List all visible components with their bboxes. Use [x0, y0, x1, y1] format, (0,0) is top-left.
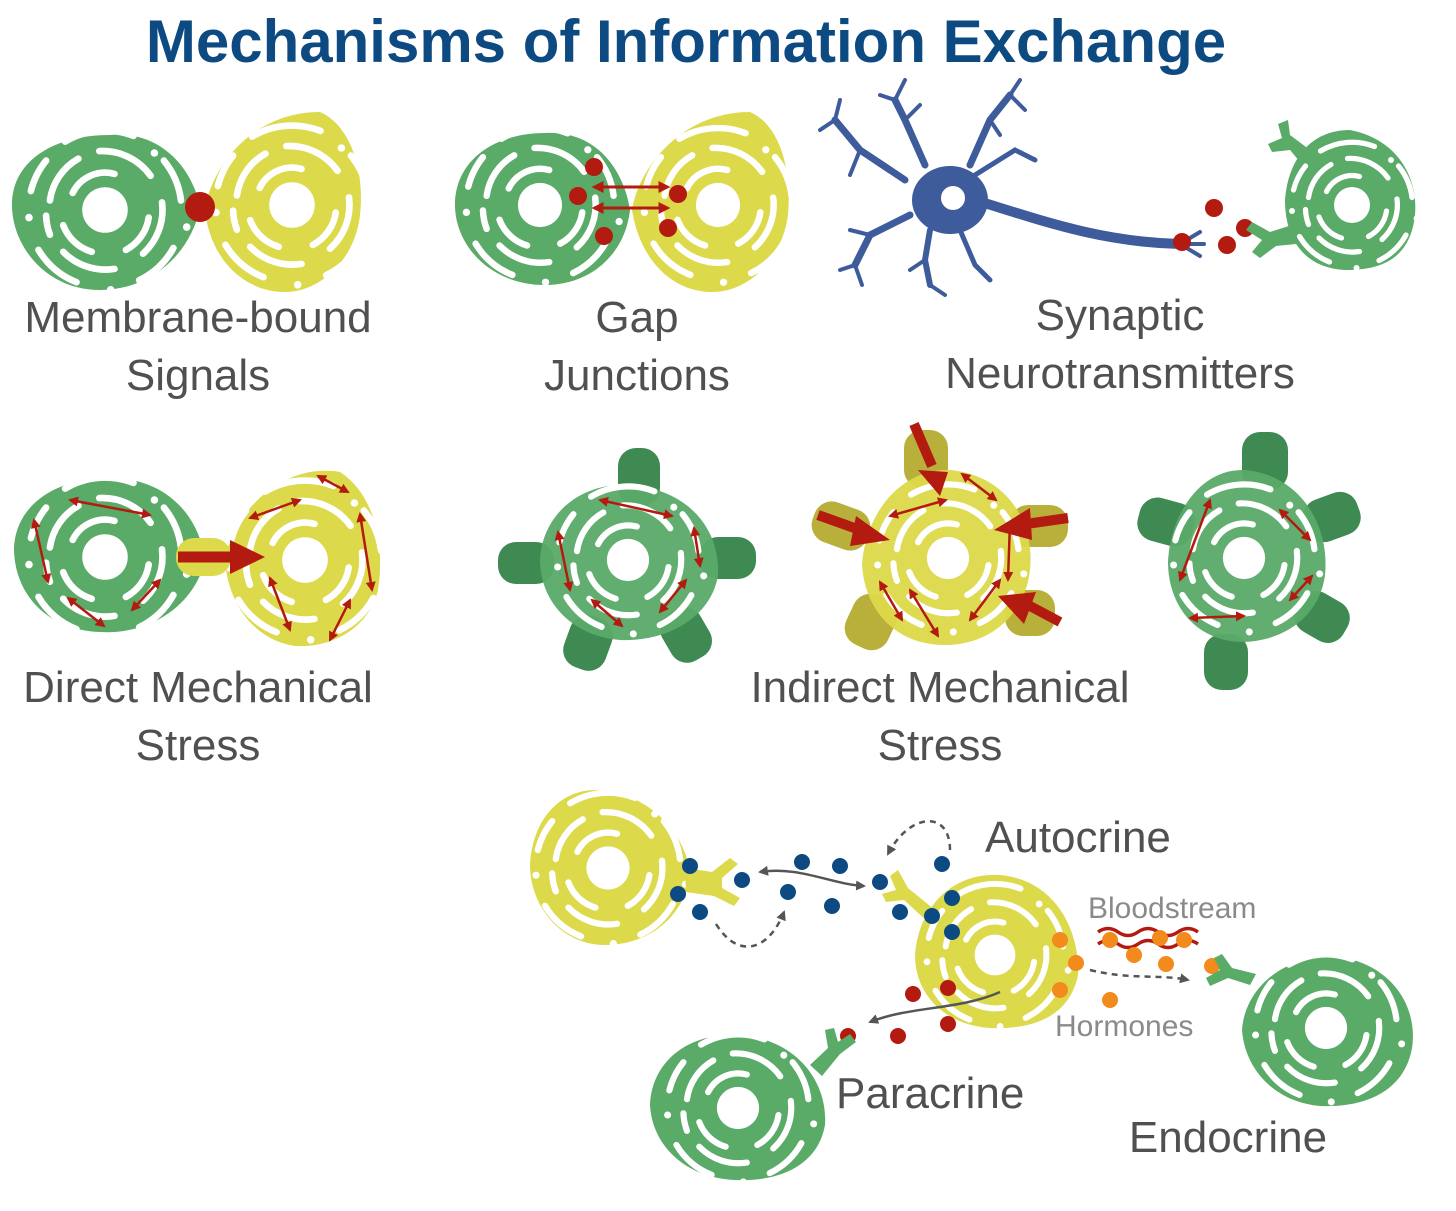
bloodstream-label: Bloodstream	[1088, 892, 1256, 925]
signal-dot-icon	[734, 872, 750, 888]
membrane-bound-label-1: Membrane-bound	[24, 293, 371, 342]
signal-dot-icon	[890, 1028, 906, 1044]
green-cell-right	[1137, 432, 1361, 690]
signal-dot-icon	[1176, 932, 1192, 948]
signal-dot-icon	[872, 874, 888, 890]
signal-dot-icon	[692, 904, 708, 920]
gap-junctions-label-2: Junctions	[544, 351, 730, 400]
signal-dot-icon	[1152, 930, 1168, 946]
synaptic-panel: Synaptic Neurotransmitters	[818, 78, 1420, 398]
synaptic-label-1: Synaptic	[1036, 291, 1205, 340]
signal-dot-icon	[595, 227, 613, 245]
signal-dot-icon	[892, 904, 908, 920]
signal-dot-icon	[940, 980, 956, 996]
signal-dot-icon	[659, 219, 677, 237]
signal-dot-icon	[670, 886, 686, 902]
gap-junctions-panel: Gap Junctions	[455, 112, 801, 400]
direct-mechanical-panel: Direct Mechanical Stress	[14, 470, 391, 770]
yellow-cell-middle	[811, 422, 1069, 651]
signal-dot-icon	[1158, 956, 1174, 972]
signal-dot-icon	[905, 986, 921, 1002]
indirect-mechanical-label-1: Indirect Mechanical	[750, 663, 1129, 712]
return-arrow-icon	[714, 910, 786, 948]
signal-dot-icon	[924, 908, 940, 924]
indirect-mechanical-panel: Indirect Mechanical Stress	[498, 422, 1361, 770]
signal-dot-icon	[1102, 932, 1118, 948]
receptor-icon	[1206, 954, 1256, 986]
push-arrowhead-icon	[230, 540, 265, 574]
signal-dot-icon	[940, 1016, 956, 1032]
neuron-nucleus-icon	[941, 186, 965, 210]
signal-dot-icon	[682, 858, 698, 874]
signal-dot-icon	[1052, 932, 1068, 948]
autocrine-label: Autocrine	[985, 813, 1171, 862]
signal-dot-icon	[585, 158, 603, 176]
autocrine-signals	[670, 854, 960, 940]
membrane-signal-icon	[185, 192, 215, 222]
signal-dot-icon	[780, 884, 796, 900]
neuron-icon	[818, 78, 1206, 297]
hormone-signals	[1052, 930, 1220, 1008]
signal-dot-icon	[944, 890, 960, 906]
tension-arrows-icon	[554, 496, 704, 628]
signal-dot-icon	[794, 854, 810, 870]
signal-dot-icon	[1052, 982, 1068, 998]
direct-mechanical-label-2: Stress	[136, 721, 261, 770]
paracrine-arrow-icon	[868, 990, 1001, 1024]
signal-dot-icon	[669, 185, 687, 203]
signal-dot-icon	[824, 898, 840, 914]
signal-dot-icon	[944, 924, 960, 940]
receptor-icon	[882, 870, 935, 922]
indirect-mechanical-label-2: Stress	[878, 721, 1003, 770]
secretion-panel: Autocrine Bloodstream Hormones	[530, 790, 1413, 1186]
endocrine-arrow-icon	[1089, 968, 1190, 984]
tension-arrows-icon	[30, 474, 376, 642]
page-title: Mechanisms of Information Exchange	[146, 8, 1226, 75]
synaptic-label-2: Neurotransmitters	[945, 349, 1295, 398]
membrane-bound-panel: Membrane-bound Signals	[12, 112, 378, 400]
signal-dot-icon	[1102, 992, 1118, 1008]
neurotransmitter-dot-icon	[1205, 199, 1223, 217]
endocrine-label: Endocrine	[1129, 1113, 1327, 1162]
tension-arrows-icon	[1178, 498, 1314, 623]
neurotransmitter-dot-icon	[1218, 236, 1236, 254]
compression-arrows-icon	[816, 422, 1069, 627]
signal-dot-icon	[832, 858, 848, 874]
receptor-icon	[685, 858, 740, 906]
hormones-label: Hormones	[1055, 1010, 1193, 1043]
membrane-bound-label-2: Signals	[126, 351, 270, 400]
gap-junctions-label-1: Gap	[595, 293, 678, 342]
paracrine-label: Paracrine	[836, 1069, 1024, 1118]
green-cell-left	[498, 448, 756, 671]
neurotransmitter-dot-icon	[1236, 219, 1254, 237]
signal-dot-icon	[1068, 955, 1084, 971]
receptor-icon	[810, 1028, 856, 1076]
autocrine-loop-icon	[886, 820, 952, 856]
direct-mechanical-label-1: Direct Mechanical	[23, 663, 373, 712]
signal-dot-icon	[569, 187, 587, 205]
exchange-arrow-icon	[758, 865, 866, 891]
neurotransmitter-dot-icon	[1173, 233, 1191, 251]
signal-dot-icon	[934, 856, 950, 872]
receptor-icon	[1246, 120, 1310, 258]
signal-dot-icon	[1126, 947, 1142, 963]
